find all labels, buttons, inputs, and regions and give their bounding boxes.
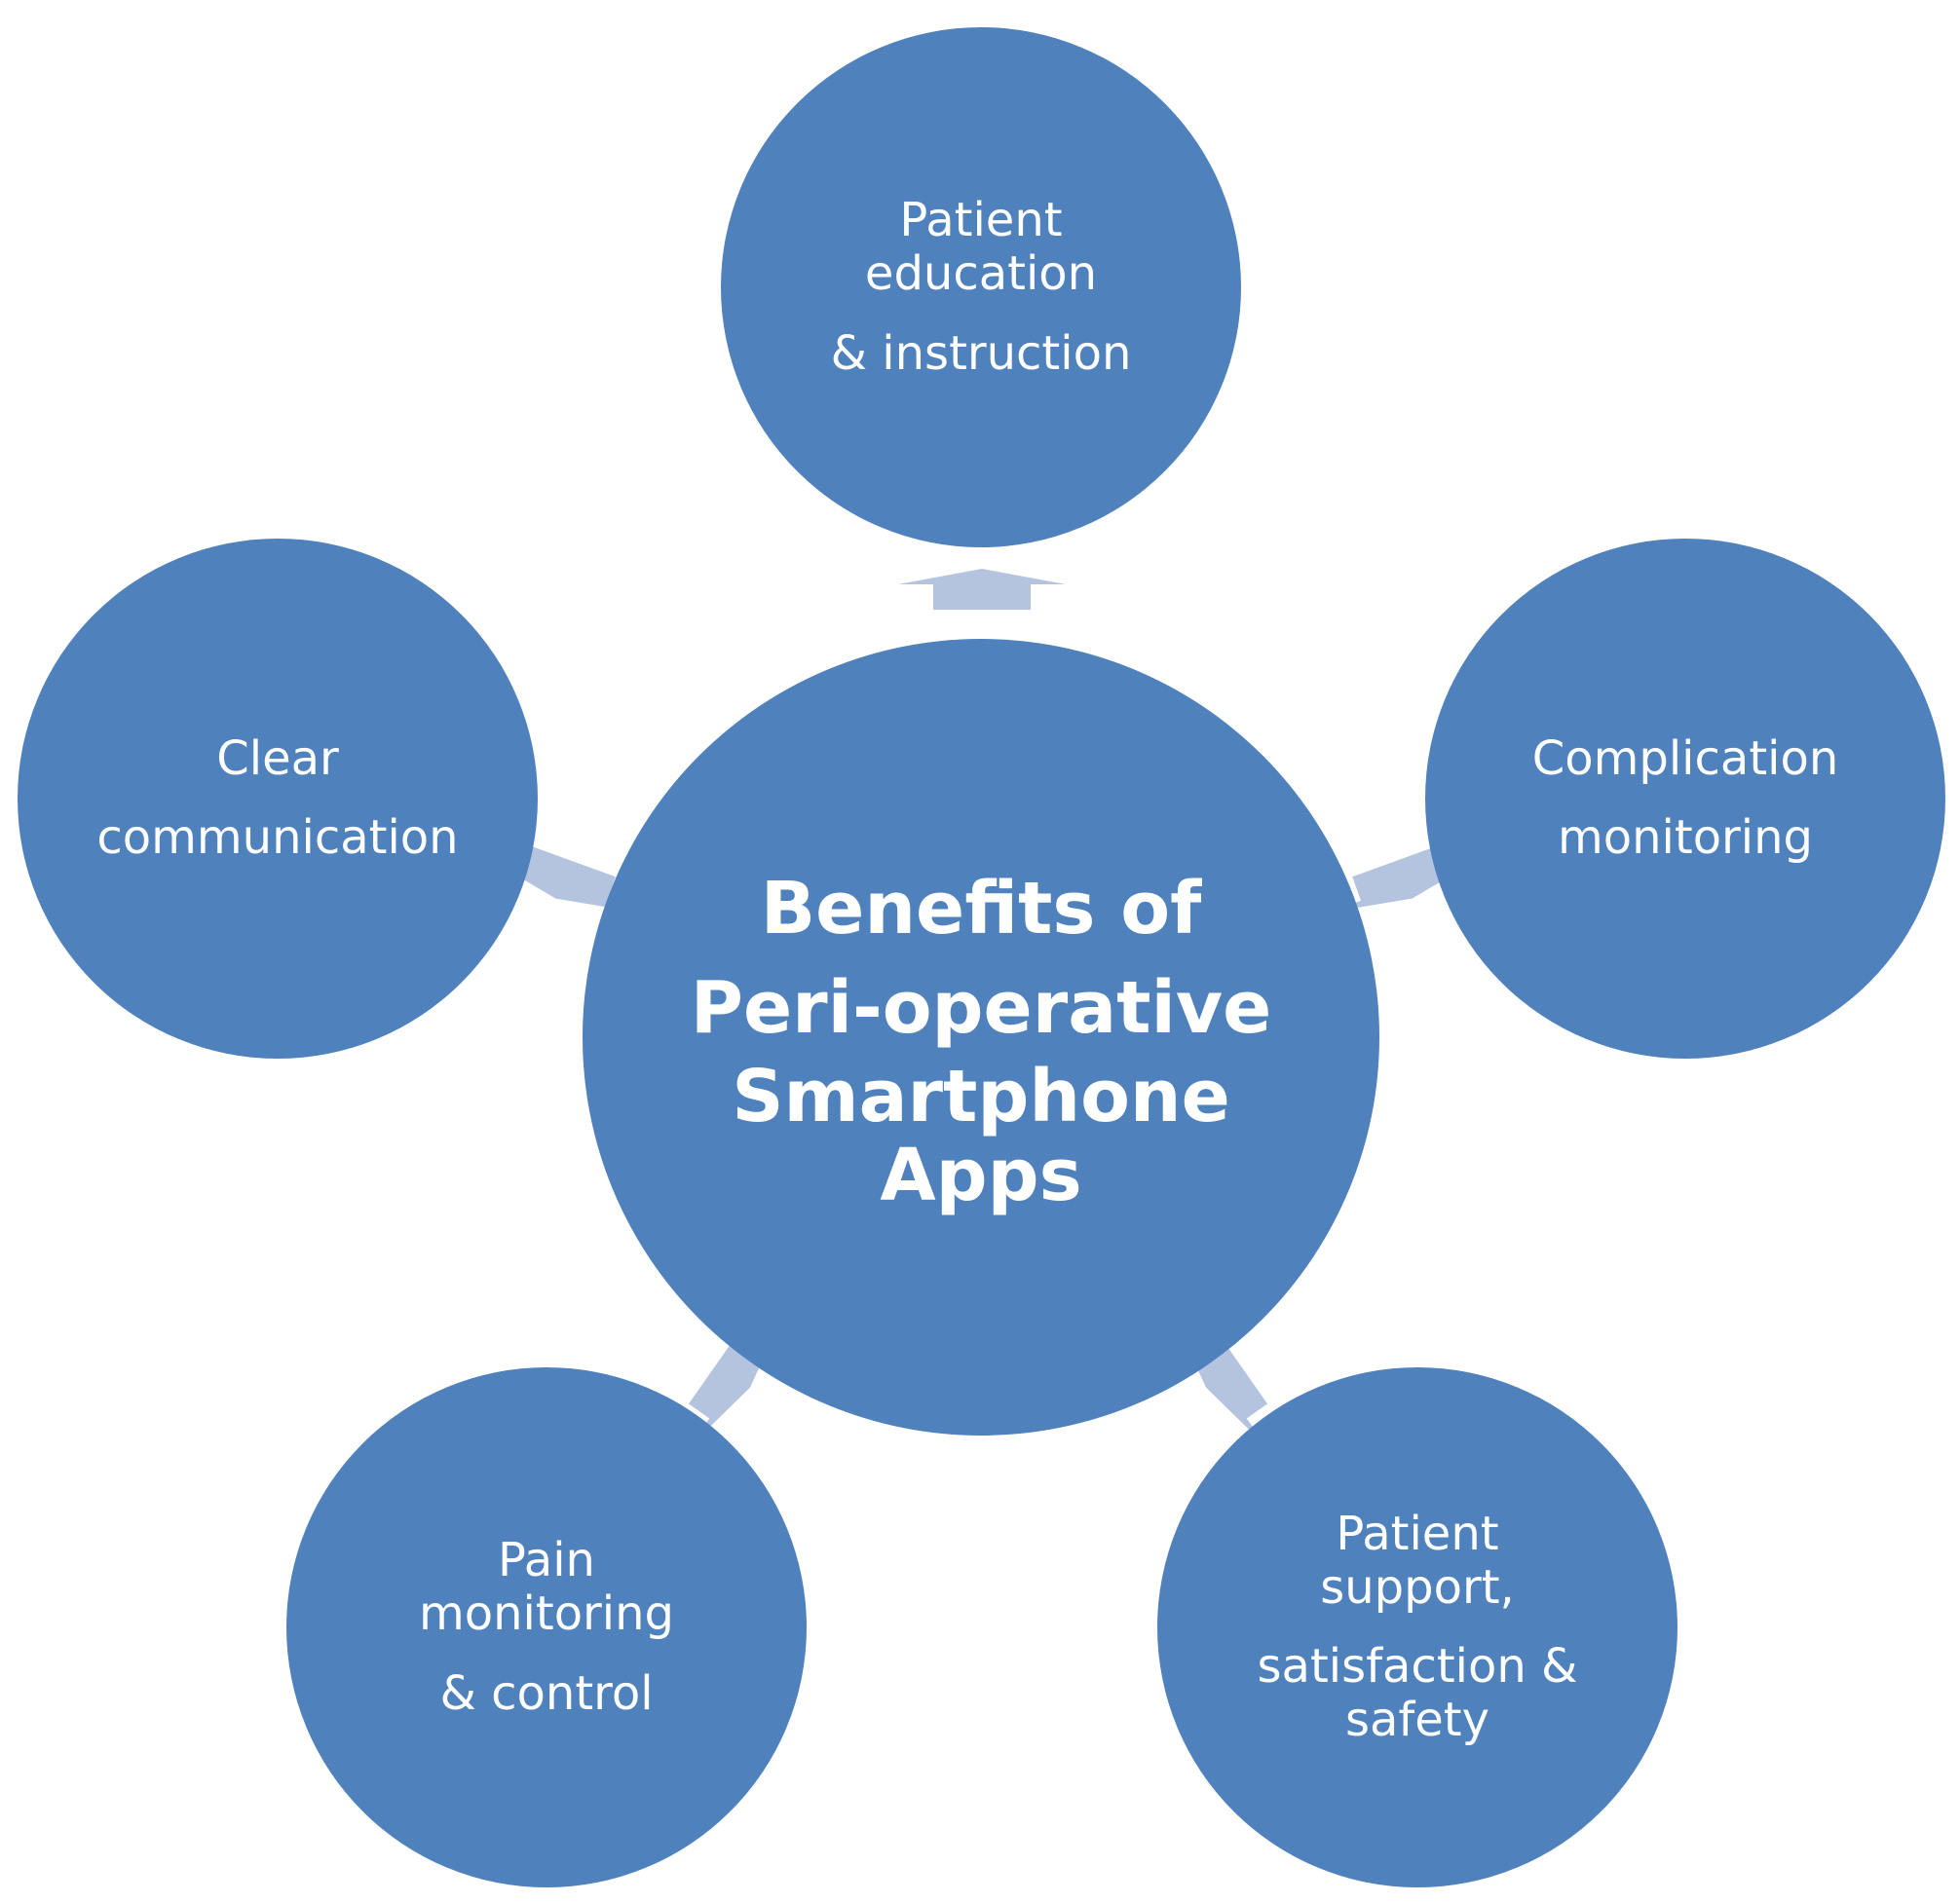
node-pain-monitoring: Pain monitoring & control [286, 1367, 807, 1887]
node-top-line-1: Patient [899, 193, 1063, 248]
center-title-line-4: Apps [880, 1134, 1082, 1218]
center-title-line-1: Benefits of [760, 866, 1202, 951]
center-circle: Benefits of Peri-operative Smartphone Ap… [583, 639, 1379, 1436]
node-bottom-left-line-3: & control [439, 1665, 654, 1721]
node-complication-monitoring: Complication monitoring [1425, 539, 1945, 1059]
center-title-line-2: Peri-operative [690, 965, 1272, 1050]
node-bottom-right-line-4: safety [1344, 1693, 1490, 1748]
node-right-line-2: monitoring [1557, 810, 1814, 865]
node-left-line-1: Clear [216, 730, 339, 786]
center-title-line-3: Smartphone [732, 1054, 1230, 1138]
node-left-line-2: communication [96, 810, 459, 865]
node-patient-education: Patient education & instruction [721, 27, 1241, 547]
node-top-line-3: & instruction [830, 325, 1132, 381]
node-patient-support: Patient support, satisfaction & safety [1157, 1367, 1677, 1887]
node-bottom-left-line-2: monitoring [418, 1586, 675, 1642]
node-right-line-1: Complication [1531, 730, 1839, 786]
node-bottom-right-line-1: Patient [1336, 1506, 1499, 1561]
node-bottom-right-line-3: satisfaction & [1257, 1639, 1578, 1694]
arrow-to-top [898, 569, 1066, 610]
node-bottom-right-line-2: support, [1320, 1559, 1515, 1615]
node-clear-communication: Clear communication [18, 539, 538, 1059]
node-top-line-2: education [864, 246, 1098, 302]
node-bottom-left-line-1: Pain [498, 1533, 595, 1588]
